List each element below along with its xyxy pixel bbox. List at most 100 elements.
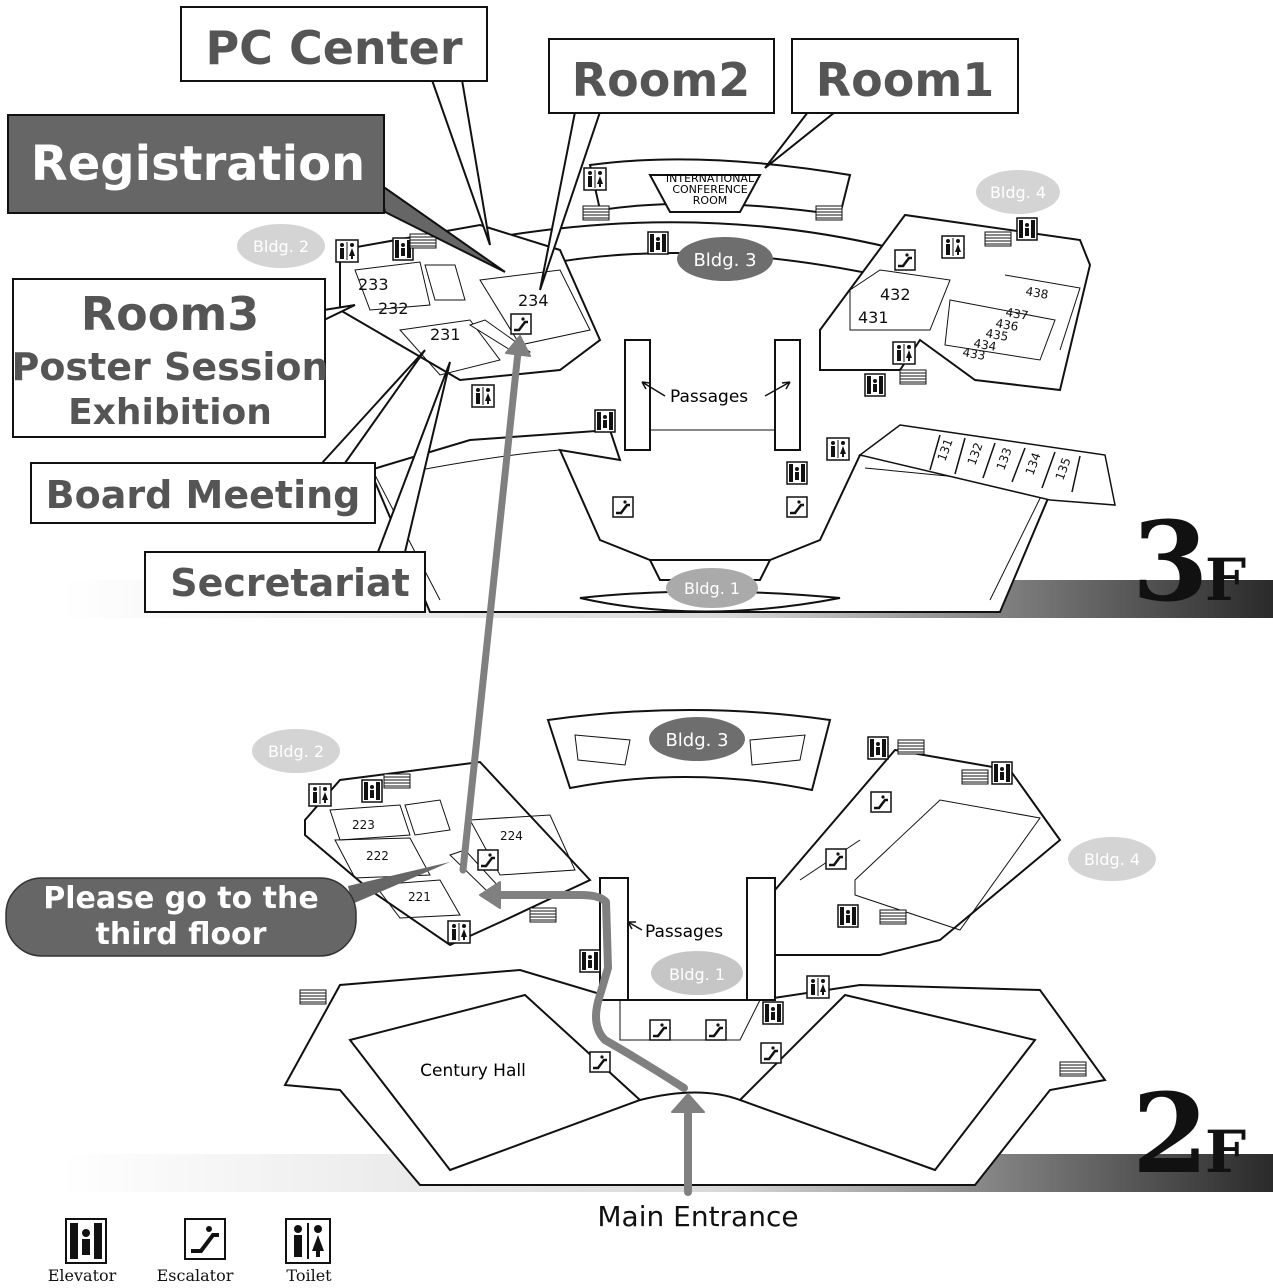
toilet-icon	[285, 1218, 331, 1264]
toilet-icon	[806, 975, 830, 999]
bldg4-2f-shape	[774, 748, 1062, 956]
room-438: 438	[1024, 284, 1049, 302]
room-432: 432	[880, 285, 911, 304]
legend-escalator: Escalator	[157, 1266, 234, 1285]
room-223: 223	[352, 818, 375, 832]
bldg2-label-3f: Bldg. 2	[253, 237, 309, 256]
toilet-icon	[447, 920, 471, 944]
stairs	[299, 989, 327, 1005]
bldg1-2f-shape	[283, 968, 1107, 1186]
room-434: 434	[972, 336, 997, 354]
stairs	[899, 369, 927, 385]
instruction-bubble: Please go to the third floor	[5, 862, 450, 957]
bldg1-label-2f: Bldg. 1	[669, 965, 725, 984]
stairs	[984, 231, 1012, 247]
stairs	[383, 773, 411, 789]
elevator-icon	[647, 231, 669, 255]
toilet-icon	[335, 239, 359, 263]
escalator-icon	[476, 848, 500, 872]
room-431: 431	[858, 308, 889, 327]
room1-label: Room1	[816, 53, 995, 107]
board-meeting-label: Board Meeting	[46, 473, 361, 517]
bldg2-badge-2f	[252, 729, 340, 773]
route-to-registration	[459, 335, 705, 1196]
floor-2: Century Hall 223 222 221 224	[60, 709, 1273, 1198]
bldg1-label-3f: Bldg. 1	[684, 579, 740, 598]
bldg3-badge-3f	[677, 237, 773, 281]
escalator-icon	[509, 312, 533, 336]
icr-line2: CONFERENCE	[672, 183, 747, 196]
elevator-icon	[1016, 217, 1038, 241]
escalator-icon	[648, 1018, 672, 1042]
instruction-line1: Please go to the	[43, 881, 318, 916]
floor-3-suffix: F	[1205, 546, 1246, 614]
stairs	[961, 769, 989, 785]
toilet-icon	[308, 783, 332, 807]
legend-elevator: Elevator	[48, 1266, 117, 1285]
elevator-icon	[762, 1001, 784, 1025]
toilet-icon	[941, 235, 965, 259]
callout-pc-center: PC Center	[180, 6, 491, 246]
bldg4-label-2f: Bldg. 4	[1084, 850, 1140, 869]
registration-label: Registration	[31, 136, 365, 192]
escalator-icon	[869, 790, 893, 814]
elevator-icon	[65, 1218, 107, 1264]
instruction-line2: third floor	[96, 917, 267, 952]
bldg1-badge-2f	[651, 951, 743, 995]
stairs	[897, 739, 925, 755]
bldg2-badge-3f	[237, 224, 325, 268]
bldg4-badge-3f	[976, 170, 1060, 214]
stairs	[1059, 1061, 1087, 1077]
elevator-icon	[867, 736, 889, 760]
elevator-icon	[837, 904, 859, 928]
stairs	[582, 205, 610, 221]
escalator-icon	[759, 1041, 783, 1065]
escalator-icon	[704, 1018, 728, 1042]
escalator-icon	[588, 1050, 612, 1074]
room-435: 435	[984, 326, 1009, 344]
floor-2-number: 2	[1132, 1069, 1209, 1198]
toilet-icon	[471, 384, 495, 408]
elevator-icon	[361, 779, 383, 803]
bldg3-badge-2f	[649, 717, 745, 761]
floor-3: 131 132 133 134 135 INTERNATIONAL CONFER…	[7, 6, 1273, 626]
poster-session-label: Poster Session	[11, 345, 328, 389]
callout-secretariat: Secretariat	[144, 361, 451, 613]
elevator-icon	[864, 373, 886, 397]
floor-2-suffix: F	[1205, 1118, 1246, 1186]
room-222: 222	[366, 849, 389, 863]
bldg4-label-3f: Bldg. 4	[990, 183, 1046, 202]
room2-label: Room2	[572, 53, 751, 107]
elevator-icon	[786, 461, 808, 485]
bldg1-badge-3f	[666, 568, 758, 608]
rooms-131-135	[858, 424, 1116, 506]
legend-toilet: Toilet	[286, 1266, 332, 1285]
stairs	[529, 907, 557, 923]
escalator-icon	[184, 1218, 226, 1260]
bldg4-3f-shape	[819, 213, 1092, 392]
icr-line1: INTERNATIONAL	[666, 172, 755, 185]
passages-label-3f: Passages	[670, 387, 748, 407]
room-433: 433	[961, 345, 986, 363]
room-224: 224	[500, 829, 523, 843]
stairs	[879, 909, 907, 925]
bldg4-badge-2f	[1068, 837, 1156, 881]
room3-label: Room3	[81, 287, 260, 341]
icr-line3: ROOM	[693, 194, 727, 207]
bldg3-label-3f: Bldg. 3	[693, 250, 756, 271]
toilet-icon	[826, 437, 850, 461]
main-entrance-label: Main Entrance	[597, 1200, 798, 1233]
room-233: 233	[358, 275, 389, 294]
floor-3-number: 3	[1132, 497, 1209, 626]
elevator-icon	[594, 409, 616, 433]
callout-board-meeting: Board Meeting	[30, 349, 426, 524]
pc-center-label: PC Center	[205, 21, 462, 75]
toilet-icon	[892, 341, 916, 365]
room-221: 221	[408, 890, 431, 904]
escalator-icon	[824, 847, 848, 871]
callout-room2: Room2	[539, 38, 775, 291]
legend: Elevator Escalator Toilet	[48, 1218, 332, 1285]
bldg3-label-2f: Bldg. 3	[665, 730, 728, 751]
century-hall-label: Century Hall	[420, 1061, 526, 1081]
